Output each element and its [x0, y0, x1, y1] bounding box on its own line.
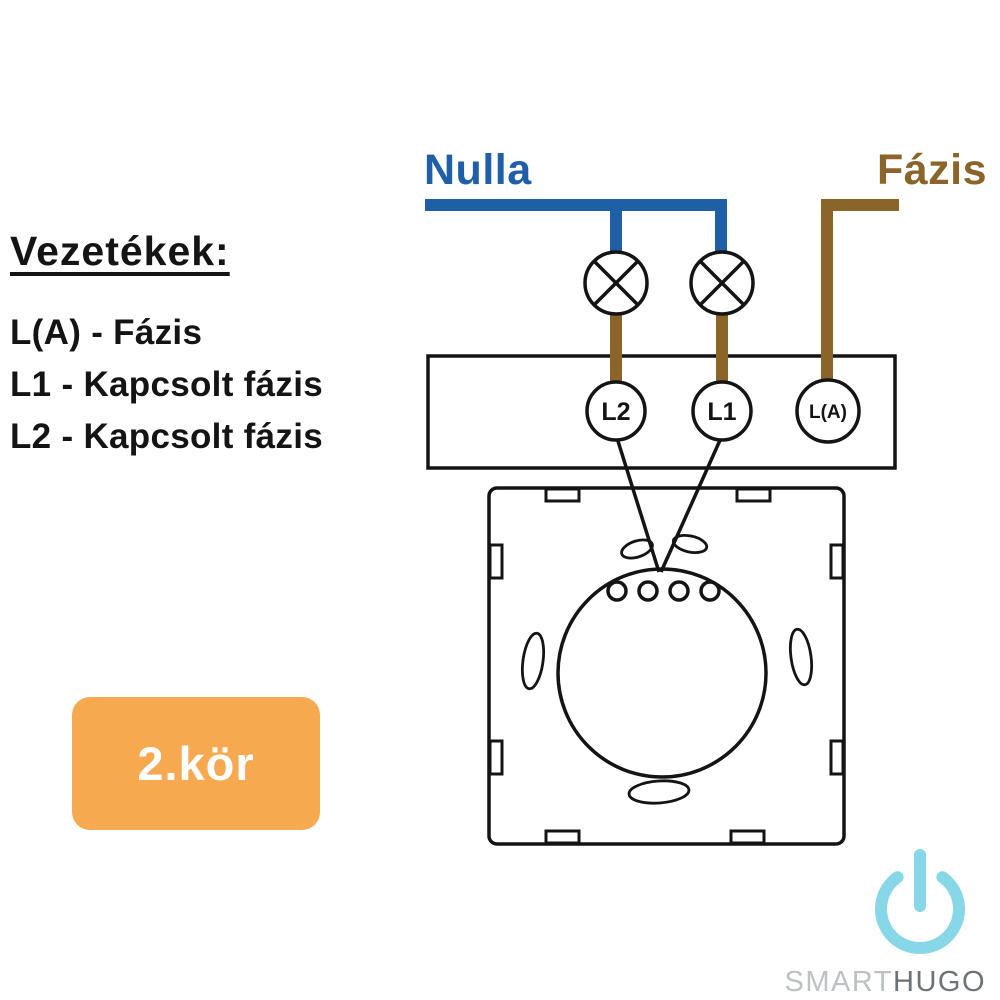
terminal-la: L(A): [795, 378, 861, 444]
sensor-dot: [637, 580, 659, 602]
notch-bottom-left: [544, 829, 581, 845]
slot-top-left: [620, 538, 654, 560]
touch-button: [556, 567, 768, 779]
terminal-l1-circle: [691, 380, 753, 442]
connector-line-l1: [659, 437, 723, 573]
notch-bottom-right: [729, 829, 766, 845]
connector-arrow: [615, 437, 723, 573]
notch-right-top: [829, 543, 845, 580]
power-icon: [875, 849, 965, 955]
connector-line-l2: [615, 437, 661, 573]
slot-left: [520, 631, 546, 691]
lamp-cross-line: [698, 259, 746, 307]
legend-items: L(A) - Fázis L1 - Kapcsolt fázis L2 - Ka…: [10, 307, 323, 463]
switch-detail-slots: [520, 534, 814, 805]
terminal-l1-label: L1: [707, 398, 736, 426]
phase-wire: [610, 199, 899, 384]
logo-text-hugo: HUGO: [893, 966, 986, 998]
phase-wire-label: Fázis: [877, 146, 988, 194]
phase-feed-line: [821, 199, 899, 383]
lamp-symbol-2: [689, 250, 755, 316]
sensor-dot: [699, 580, 721, 602]
sensor-dot: [606, 580, 628, 602]
neutral-wire-line: [425, 199, 727, 252]
notch-top-right: [735, 487, 772, 503]
neutral-wire-label: Nulla: [424, 146, 532, 194]
circuit-badge: 2.kör: [72, 697, 320, 830]
smarthugo-logo: SMARTHUGO: [785, 967, 986, 997]
power-icon-arc: [875, 871, 965, 955]
legend: Vezetékek: L(A) - Fázis L1 - Kapcsolt fá…: [10, 228, 323, 463]
legend-title: Vezetékek:: [10, 228, 230, 274]
legend-item-la: L(A) - Fázis: [10, 313, 203, 352]
neutral-wire: [425, 199, 727, 252]
notch-left-bottom: [488, 739, 504, 776]
lamp-cross-line: [592, 259, 640, 307]
notch-left-top: [488, 543, 504, 580]
terminal-l1: L1: [691, 380, 753, 442]
notch-top-left: [544, 487, 581, 503]
sensor-dot: [668, 580, 690, 602]
legend-item-l1: L1 - Kapcsolt fázis: [10, 365, 323, 404]
terminal-l2-label: L2: [601, 398, 630, 426]
sensor-dots: [606, 580, 721, 602]
switch-frame-notches: [488, 487, 845, 845]
notch-right-bottom: [829, 739, 845, 776]
slot-right: [788, 627, 814, 687]
circuit-badge-label: 2.kör: [137, 737, 255, 790]
terminal-la-label: L(A): [809, 402, 847, 423]
legend-item-l2: L2 - Kapcsolt fázis: [10, 417, 323, 456]
lamp-symbol-1: [583, 250, 649, 316]
terminal-l2-circle: [585, 380, 647, 442]
terminal-l2: L2: [585, 380, 647, 442]
slot-bottom: [627, 779, 691, 805]
terminal-la-circle: [795, 378, 861, 444]
logo-text-smart: SMART: [784, 966, 893, 998]
